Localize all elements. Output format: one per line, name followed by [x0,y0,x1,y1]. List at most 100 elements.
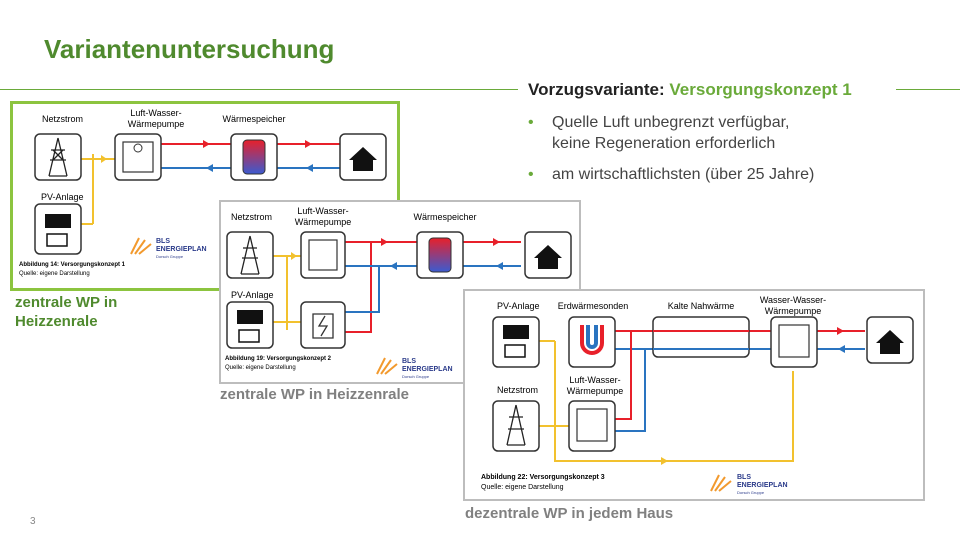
arrow-icon [305,140,312,148]
arrow-icon [203,140,210,148]
heatpump-icon [576,408,608,442]
logo-text: BLS [402,358,416,365]
pv-label: PV-Anlage [497,301,540,311]
arrow-icon [837,327,844,335]
bullet-item: • am wirtschaftlichsten (über 25 Jahre) [528,164,908,185]
arrow-icon [661,457,668,465]
power-line [273,255,301,330]
logo-text: ENERGIEPLAN [402,366,453,373]
ground-probe-icon [580,325,604,355]
storage-label: Wärmespeicher [222,114,285,124]
wwhp-box [770,316,818,368]
wwhp-label: Wasser-Wasser- [760,295,826,305]
caption-line: zentrale WP in [15,294,118,311]
pv-label: PV-Anlage [231,290,274,300]
logo-text: BLS [156,238,170,245]
electric-heater-box [300,301,346,349]
bullet-text: Quelle Luft unbegrenzt verfügbar, [552,114,790,131]
logo-text: Dorsch Gruppe [402,374,430,379]
logo-text: ENERGIEPLAN [737,482,788,489]
return-pipe [615,349,646,432]
pv-box [226,301,274,349]
grid-label: Netzstrom [231,212,272,222]
arrow-icon [101,155,107,163]
lwhp-label: Luft-Wasser- [569,375,620,385]
figure-caption: Abbildung 22: Versorgungskonzept 3 [481,474,605,481]
heatpump-icon [122,141,154,173]
grid-box [226,231,274,279]
wwhp-label: Wärmepumpe [765,306,822,316]
grid-label: Netzstrom [42,114,83,124]
preferred-variant-label: Vorzugsvariante: [528,80,665,99]
grid-box [492,400,540,452]
supply-pipe [615,331,632,420]
figure-source: Quelle: eigene Darstellung [225,365,296,371]
heatpump-box [300,231,346,279]
lwhp-label: Wärmepumpe [567,386,624,396]
arrow-icon [390,262,397,270]
logo-text: BLS [737,474,751,481]
grid-label: Netzstrom [497,385,538,395]
diagram-1-graphic: Netzstrom Luft-Wasser- Wärmepumpe Wärmes… [19,108,387,277]
arrow-icon [493,238,500,246]
battery-icon [46,233,68,247]
diagram-2-graphic: Netzstrom Luft-Wasser- Wärmepumpe Wärmes… [225,206,572,379]
lwhp-box [568,400,616,452]
page-number: 3 [30,516,36,527]
diagram-1-caption: zentrale WP in Heizzenrale [15,293,117,331]
bullet-dot-icon: • [528,114,534,131]
arrow-icon [381,238,388,246]
storage-tank-icon [428,237,452,273]
network-box [652,316,750,358]
solar-panel-icon [45,214,71,228]
logo-text: ENERGIEPLAN [156,246,207,253]
probes-box [568,316,616,368]
bullet-text: keine Regeneration erforderlich [552,135,776,152]
power-tower-icon [48,137,68,177]
bls-logo: BLS ENERGIEPLAN Dorsch Gruppe [376,357,453,379]
title-rule-left [0,89,518,90]
arrow-icon [291,252,297,260]
figure-caption: Abbildung 19: Versorgungskonzept 2 [225,356,332,362]
storage-label: Wärmespeicher [413,212,476,222]
title-rule-right [896,89,960,90]
preferred-variant-value: Versorgungskonzept 1 [669,80,852,99]
house-icon [876,330,904,354]
bullet-dot-icon: • [528,166,534,183]
power-tower-icon [506,404,526,446]
heatpump-label: Wärmepumpe [295,217,352,227]
ground-probe-icon [586,325,598,349]
diagram-2-caption: zentrale WP in Heizzenrale [220,386,409,403]
power-line [71,154,115,225]
figure-source: Quelle: eigene Darstellung [19,271,90,277]
power-tower-icon [240,235,260,275]
arrow-icon [306,164,313,172]
logo-text: Dorsch Gruppe [156,254,184,259]
solar-panel-icon [237,310,263,324]
grid-box [34,133,82,181]
diagram-3-graphic: PV-Anlage Erdwärmesonden Kalte Nahwärme … [481,295,914,495]
figure-caption: Abbildung 14: Versorgungskonzept 1 [19,262,126,268]
arrow-icon [496,262,503,270]
bls-logo: BLS ENERGIEPLAN Dorsch Gruppe [130,237,207,259]
figure-source: Quelle: eigene Darstellung [481,484,564,491]
network-label: Kalte Nahwärme [668,301,735,311]
heatpump-label: Luft-Wasser- [297,206,348,216]
heatpump-icon [308,239,338,271]
battery-icon [238,329,260,343]
probes-label: Erdwärmesonden [558,301,629,311]
battery-icon [504,344,526,358]
house-icon [349,147,377,171]
heatpump-label: Luft-Wasser- [130,108,181,118]
power-line [539,340,794,462]
caption-line: Heizzenrale [15,313,98,330]
storage-tank-icon [242,139,266,175]
arrow-icon [206,164,213,172]
preferred-variant: Vorzugsvariante: Versorgungskonzept 1 [528,80,852,100]
bullet-text: am wirtschaftlichsten (über 25 Jahre) [552,166,815,183]
house-icon [534,245,562,269]
diagram-concept-3: PV-Anlage Erdwärmesonden Kalte Nahwärme … [463,289,925,501]
heatpump-box [114,133,162,181]
slide-title: Variantenuntersuchung [44,34,335,64]
solar-panel-icon [503,325,529,339]
